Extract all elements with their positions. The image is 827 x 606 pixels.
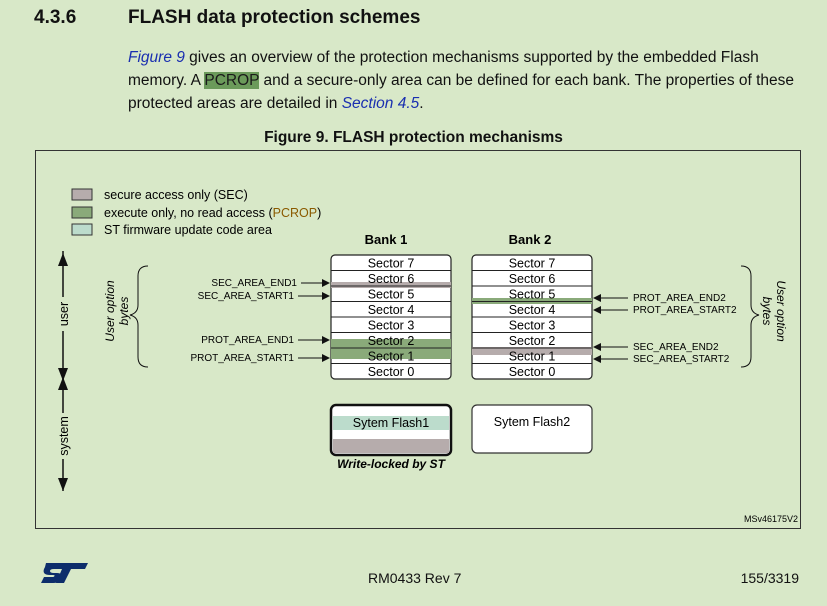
bank1-sector-label: Sector 4 (368, 303, 415, 317)
section-number: 4.3.6 (34, 7, 77, 28)
legend-sec: secure access only (SEC) (104, 188, 248, 202)
left-uob-line1: User option (103, 280, 117, 342)
legend-sec-swatch (71, 188, 93, 201)
pcrop-highlight: PCROP (204, 72, 260, 89)
intro-paragraph: Figure 9 gives an overview of the protec… (128, 49, 795, 112)
bank2-sector-label: Sector 2 (509, 334, 556, 348)
legend-fw: ST firmware update code area (104, 223, 272, 237)
bank1-sector-label: Sector 5 (368, 287, 415, 301)
bank1-sector-label: Sector 1 (368, 349, 415, 363)
prot-area-end1-label: PROT_AREA_END1 (201, 335, 294, 346)
figure-title: Figure 9. FLASH protection mechanisms (264, 129, 563, 146)
bank2-sector-label: Sector 1 (509, 349, 556, 363)
system-flash1: Sytem Flash1 (329, 403, 453, 457)
right-uob-line2: bytes (760, 297, 774, 326)
system-flash2: Sytem Flash2 (471, 404, 593, 454)
bank2-sector-label: Sector 5 (509, 287, 556, 301)
axis-system-label: system (57, 416, 71, 456)
bank2-sec-area (472, 347, 592, 355)
section-link[interactable]: Section 4.5 (341, 95, 420, 112)
bank2-sector-label: Sector 6 (509, 272, 556, 286)
prot-area-start2-label: PROT_AREA_START2 (633, 305, 737, 316)
bank1-sector-label: Sector 6 (368, 272, 415, 286)
figure-frame: secure access only (SEC) execute only, n… (35, 150, 801, 529)
sec-area-end2-label: SEC_AREA_END2 (633, 342, 719, 353)
bank1-sector-label: Sector 0 (368, 365, 415, 379)
sysflash1-label: Sytem Flash1 (353, 416, 429, 430)
bank2-title: Bank 2 (509, 232, 552, 247)
left-annotations: SEC_AREA_END1 SEC_AREA_START1 PROT_AREA_… (190, 278, 330, 364)
bank1-sector-label: Sector 3 (368, 318, 415, 332)
prot-area-end2-label: PROT_AREA_END2 (633, 293, 726, 304)
sec-area-start1-label: SEC_AREA_START1 (198, 291, 295, 302)
footer-doc-id: RM0433 Rev 7 (368, 570, 462, 586)
left-uob-line2: bytes (117, 297, 131, 326)
section-title: FLASH data protection schemes (128, 7, 421, 28)
right-brace (740, 265, 760, 368)
legend: secure access only (SEC) execute only, n… (71, 188, 321, 237)
footer-page-number: 155/3319 (740, 570, 799, 586)
protection-diagram: secure access only (SEC) execute only, n… (56, 188, 798, 524)
bank2-sector-label: Sector 0 (509, 365, 556, 379)
figure-link[interactable]: Figure 9 (128, 49, 185, 66)
legend-fw-swatch (71, 223, 93, 236)
bank1-title: Bank 1 (365, 232, 408, 247)
legend-pcrop-swatch (71, 206, 93, 219)
bank2-sector-label: Sector 7 (509, 256, 556, 270)
write-locked-label: Write-locked by ST (337, 457, 446, 471)
figure-ref: MSv46175V2 (744, 514, 798, 524)
sec-area-start2-label: SEC_AREA_START2 (633, 354, 730, 365)
sec-area-end1-label: SEC_AREA_END1 (211, 278, 297, 289)
sysflash2-label: Sytem Flash2 (494, 415, 570, 429)
bank1-sector-label: Sector 2 (368, 334, 415, 348)
right-annotations: PROT_AREA_END2 PROT_AREA_START2 SEC_AREA… (593, 293, 737, 365)
right-uob-line1: User option (774, 280, 788, 342)
bank1-pcrop-area (331, 339, 451, 359)
bank2-sector-label: Sector 4 (509, 303, 556, 317)
bank1-sec-area (331, 282, 451, 288)
left-axis: user system (56, 251, 71, 491)
legend-pcrop: execute only, no read access (PCROP) (104, 206, 321, 220)
st-logo-icon (40, 560, 90, 591)
left-brace (129, 265, 149, 368)
prot-area-start1-label: PROT_AREA_START1 (190, 353, 294, 364)
bank2-sector-label: Sector 3 (509, 318, 556, 332)
bank1-sector-label: Sector 7 (368, 256, 415, 270)
axis-user-label: user (57, 302, 71, 326)
